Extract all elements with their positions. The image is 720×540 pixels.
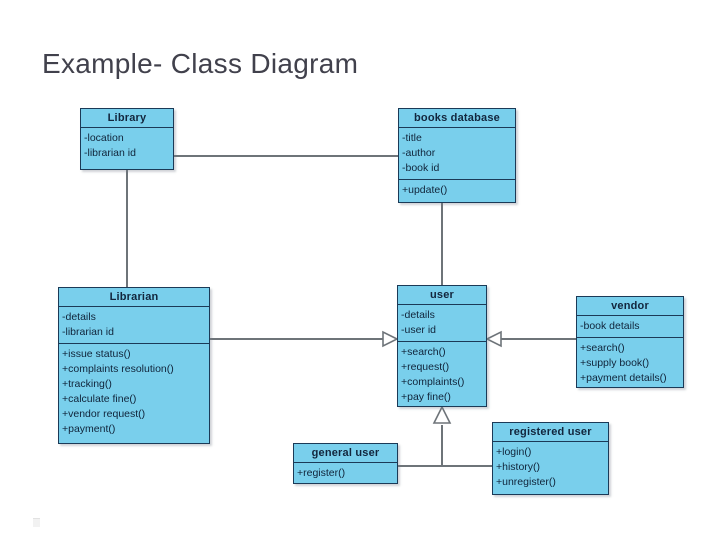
uml-attributes: -details -user id [398, 305, 486, 341]
uml-attribute: -book details [580, 320, 640, 332]
uml-attributes: -location -librarian id [81, 128, 173, 164]
uml-operations: +update() [399, 179, 515, 201]
uml-operation: +payment() [62, 423, 116, 435]
uml-class-name: user [398, 286, 486, 305]
uml-attribute: -user id [401, 324, 437, 336]
uml-operation: +unregister() [496, 476, 556, 488]
uml-class-librarian[interactable]: Librarian -details -librarian id +issue … [58, 287, 210, 444]
uml-attribute: -librarian id [84, 147, 136, 159]
uml-operations: +search() +supply book() +payment detail… [577, 337, 683, 389]
uml-class-name: general user [294, 444, 397, 463]
uml-class-name: Library [81, 109, 173, 128]
uml-class-user[interactable]: user -details -user id +search() +reques… [397, 285, 487, 407]
uml-attribute: -author [402, 147, 436, 159]
uml-operation: +register() [297, 467, 346, 479]
uml-attribute: -title [402, 132, 422, 144]
slide-corner-mark [33, 518, 40, 527]
uml-operation: +complaints() [401, 376, 465, 388]
uml-operation: +supply book() [580, 357, 650, 369]
uml-attributes: -book details [577, 316, 683, 337]
uml-operation: +request() [401, 361, 450, 373]
uml-operation: +history() [496, 461, 541, 473]
uml-attribute: -details [62, 311, 96, 323]
uml-class-vendor[interactable]: vendor -book details +search() +supply b… [576, 296, 684, 388]
uml-operation: +issue status() [62, 348, 131, 360]
uml-operation: +tracking() [62, 378, 112, 390]
uml-attributes: -title -author -book id [399, 128, 515, 179]
uml-class-name: Librarian [59, 288, 209, 307]
uml-operation: +payment details() [580, 372, 667, 384]
uml-operations: +search() +request() +complaints() +pay … [398, 341, 486, 408]
uml-operation: +vendor request() [62, 408, 146, 420]
uml-operation: +update() [402, 184, 448, 196]
uml-operations: +issue status() +complaints resolution()… [59, 343, 209, 440]
uml-operation: +search() [401, 346, 446, 358]
uml-class-name: vendor [577, 297, 683, 316]
uml-operations: +register() [294, 463, 397, 484]
uml-attribute: -details [401, 309, 435, 321]
generalization-arrow-subclasses-to-user [432, 405, 452, 424]
uml-operation: +search() [580, 342, 625, 354]
generalization-arrow-librarian-to-user [382, 330, 399, 348]
uml-attribute: -librarian id [62, 326, 114, 338]
uml-class-name: books database [399, 109, 515, 128]
uml-operation: +complaints resolution() [62, 363, 174, 375]
uml-class-library[interactable]: Library -location -librarian id [80, 108, 174, 170]
uml-operation: +pay fine() [401, 391, 451, 403]
uml-attributes: -details -librarian id [59, 307, 209, 343]
uml-class-name: registered user [493, 423, 608, 442]
uml-operations: +login() +history() +unregister() [493, 442, 608, 493]
uml-attribute: -location [84, 132, 124, 144]
uml-class-books-database[interactable]: books database -title -author -book id +… [398, 108, 516, 203]
uml-attribute: -book id [402, 162, 440, 174]
page-title: Example- Class Diagram [42, 48, 359, 79]
uml-operation: +calculate fine() [62, 393, 137, 405]
uml-operation: +login() [496, 446, 532, 458]
uml-class-registered-user[interactable]: registered user +login() +history() +unr… [492, 422, 609, 495]
uml-class-general-user[interactable]: general user +register() [293, 443, 398, 484]
generalization-arrow-vendor-to-user [485, 330, 502, 348]
